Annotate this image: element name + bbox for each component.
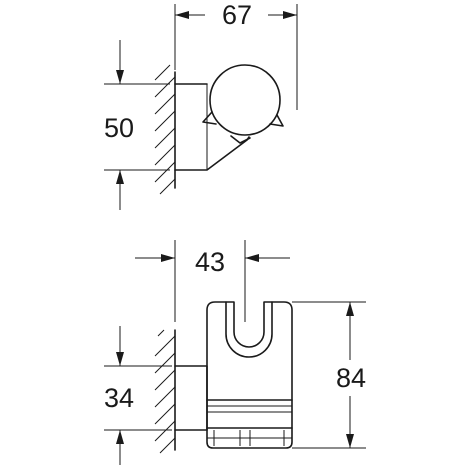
wall-hatching-top: [154, 64, 176, 195]
dimension-height-left: 34: [104, 326, 172, 465]
front-view: 43 34 84: [104, 240, 366, 465]
dim-label-50: 50: [104, 113, 134, 143]
dim-label-84: 84: [336, 363, 366, 393]
dim-label-43: 43: [195, 247, 225, 277]
dimension-width-front: 43: [135, 240, 290, 322]
wall-hatching-front: [154, 329, 176, 454]
dimension-width-top: 67: [174, 0, 298, 110]
dim-label-67: 67: [222, 0, 252, 30]
dimension-height-top: 50: [104, 40, 170, 210]
dimension-height-right: 84: [292, 301, 366, 449]
holder-body-front: [206, 301, 293, 449]
top-view: 67 50: [104, 0, 298, 210]
wall-plate: [174, 365, 208, 431]
rotary-knob: [202, 64, 284, 144]
dim-label-34: 34: [104, 383, 134, 413]
holder-body-top: [174, 83, 250, 171]
